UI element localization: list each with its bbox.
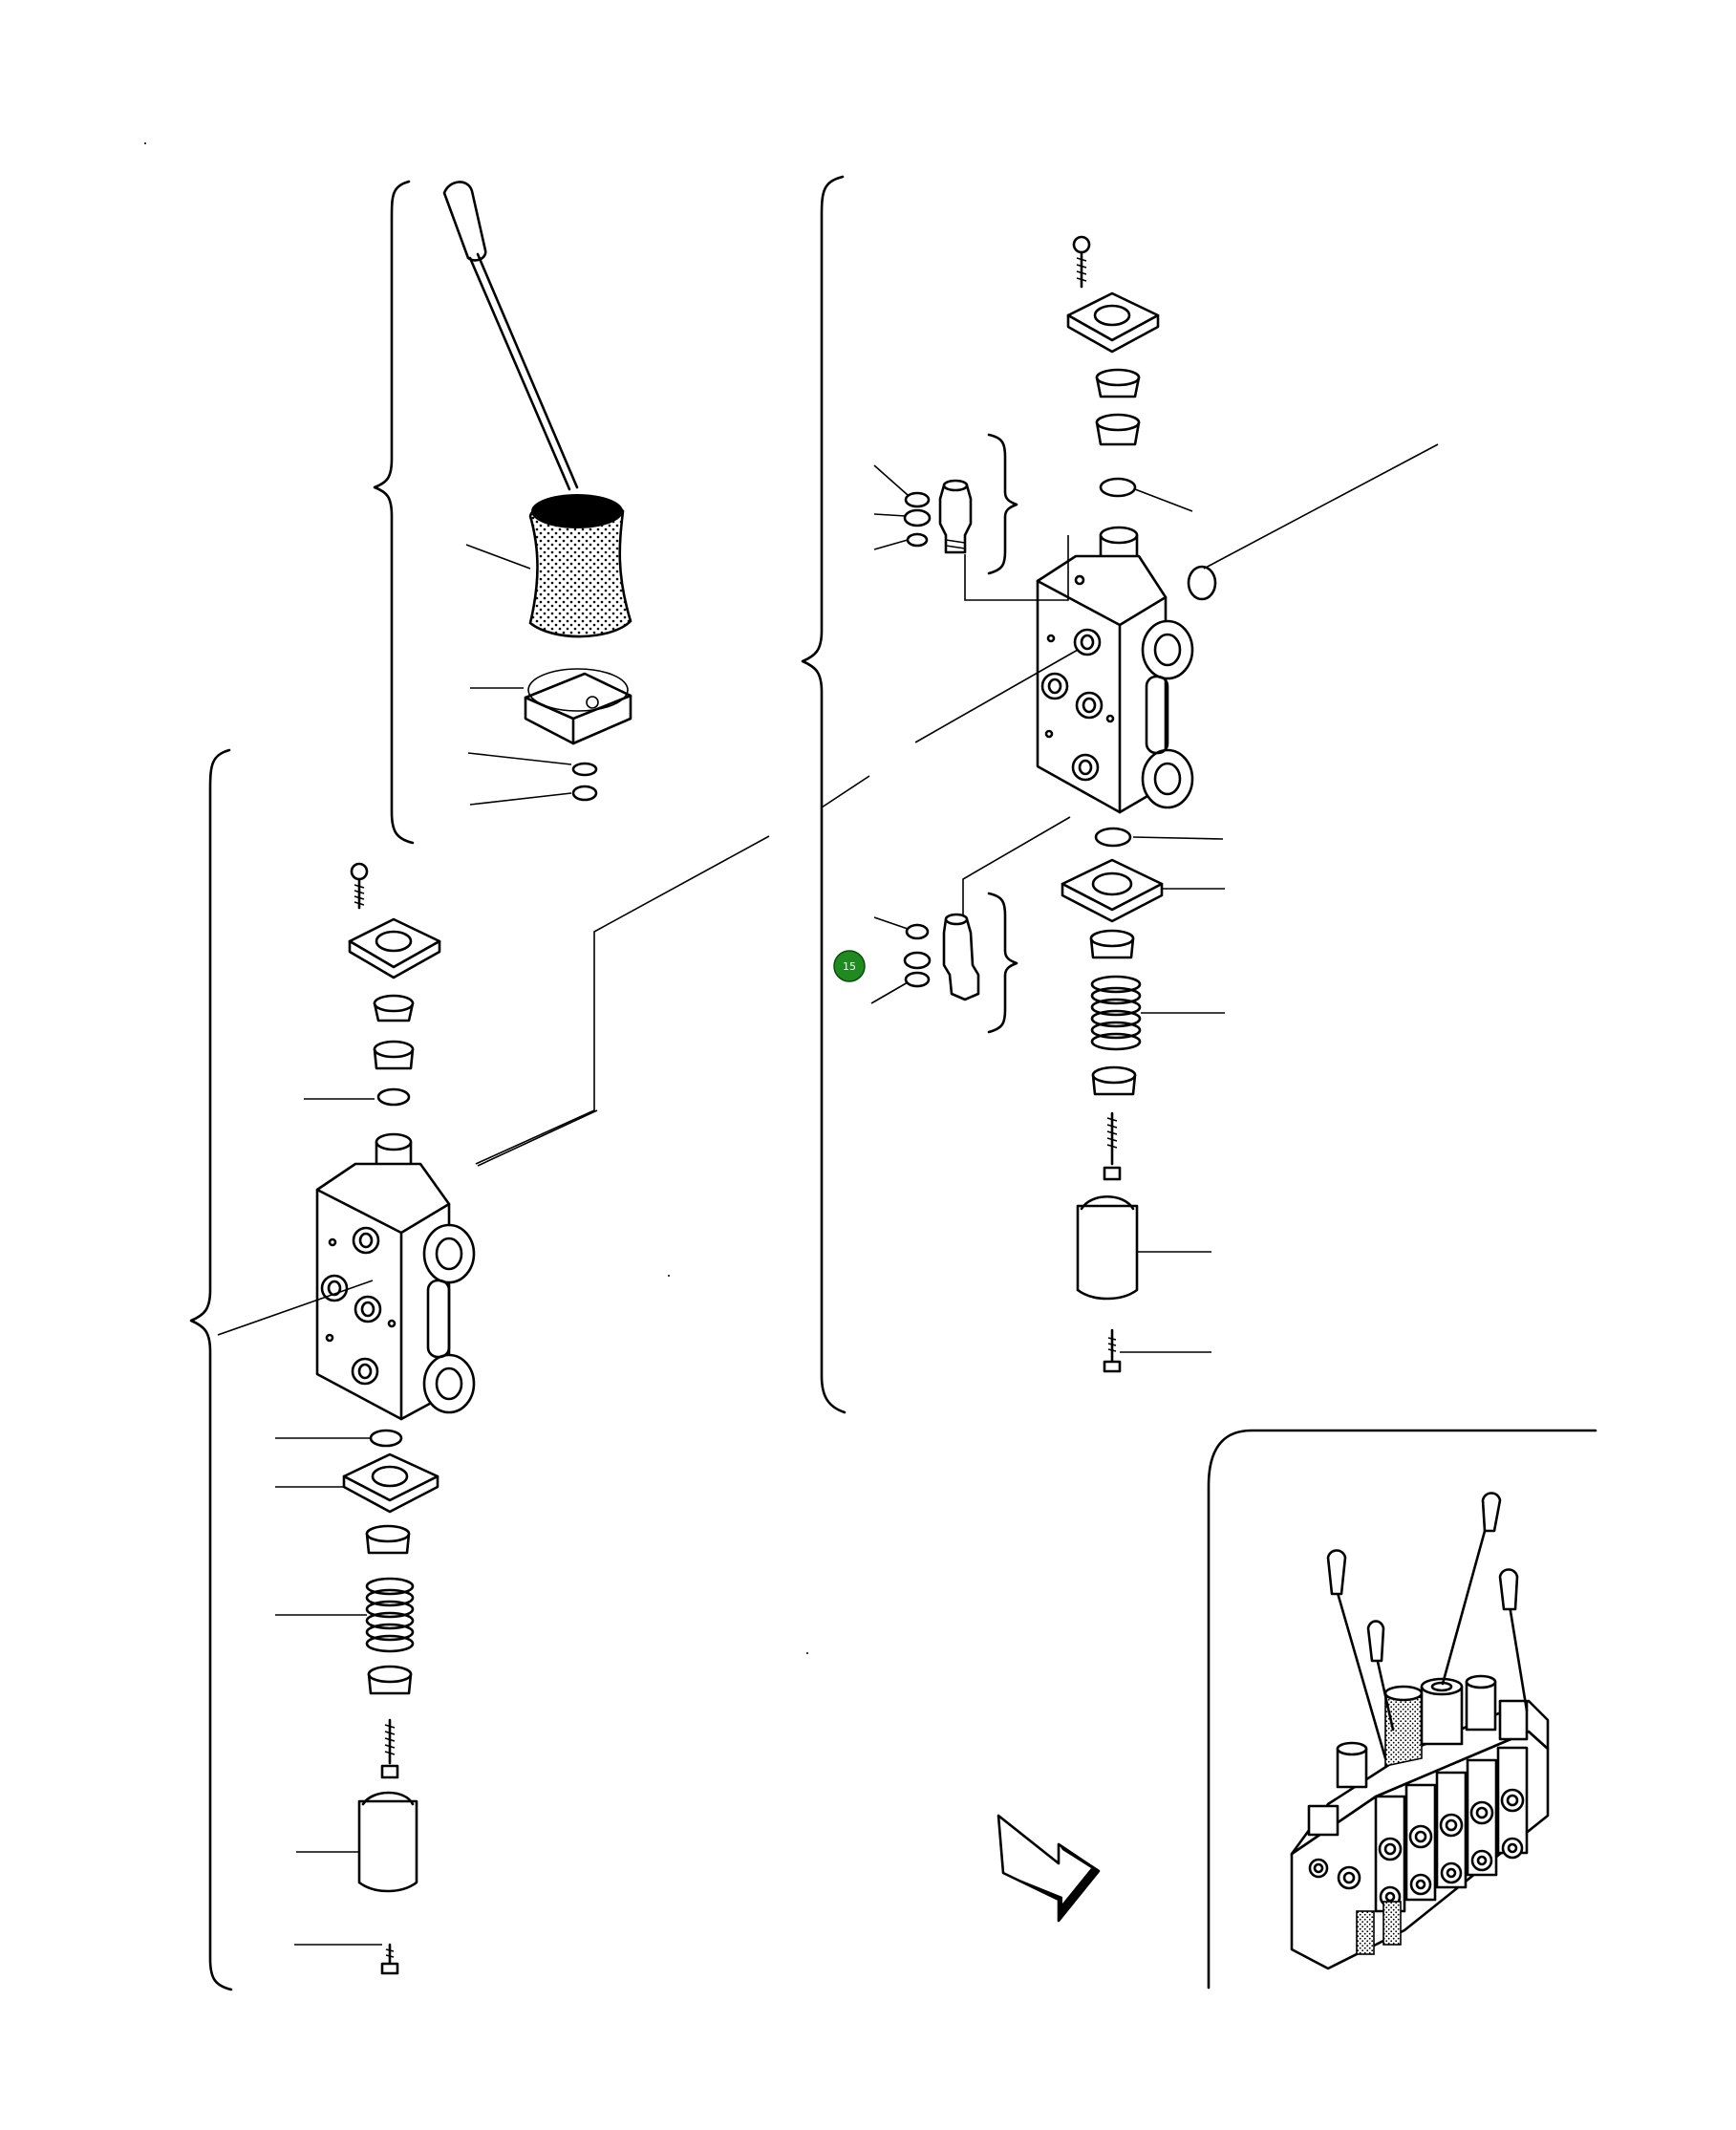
spring-cap-left <box>357 1799 418 1893</box>
spring-right <box>1090 975 1142 1051</box>
spring-left <box>365 1577 415 1653</box>
spring-cap-right <box>1076 1204 1139 1301</box>
brace-relief-valve-top <box>987 433 1018 575</box>
relief-valve-top <box>903 479 973 554</box>
lever-knob <box>442 181 487 262</box>
direction-arrow <box>997 1814 1101 1923</box>
lever-assembly <box>442 181 632 802</box>
hotspot-marker[interactable] <box>833 950 866 982</box>
valve-body-right <box>1036 554 1168 814</box>
part-callout-hotspot[interactable]: 15 <box>833 950 866 982</box>
leader-lines-lever <box>465 544 572 806</box>
hotspot-label: 15 <box>843 960 856 973</box>
relief-valve-bottom <box>903 913 980 1001</box>
brace-left-section <box>189 748 233 1991</box>
inset-assembled-valve <box>1207 1429 1597 1990</box>
brace-lever-group <box>373 180 415 845</box>
inset-frame <box>1207 1429 1597 1990</box>
brace-relief-valve-bottom <box>987 892 1018 1034</box>
connector-lines <box>475 535 1071 1167</box>
leader-lines-right <box>821 443 1439 1353</box>
left-valve-section <box>315 862 476 1975</box>
leader-lines-left <box>217 1098 382 1946</box>
braces <box>189 175 1018 1991</box>
brace-right-section <box>801 175 847 1414</box>
lever-base-plate <box>524 672 632 745</box>
right-valve-section <box>1036 235 1217 1373</box>
